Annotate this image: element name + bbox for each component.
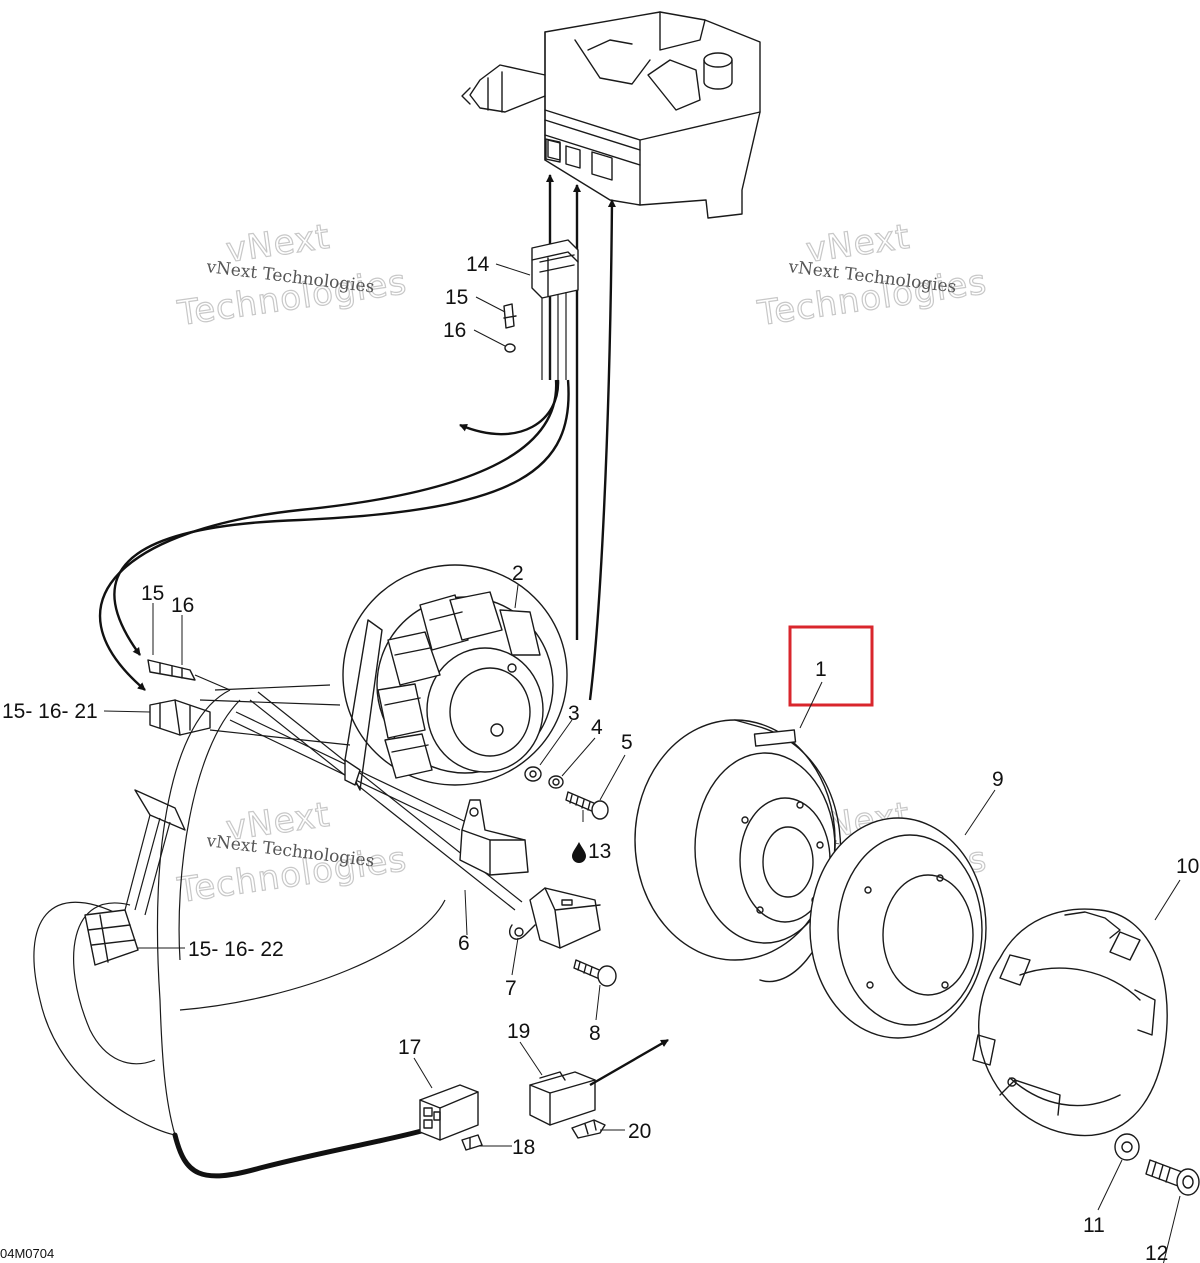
callout-8: 8 (589, 1022, 601, 1045)
seal-16-top (504, 343, 516, 353)
terminal-15-top (503, 303, 517, 329)
bolt-12 (1145, 1159, 1200, 1196)
route-arrow-regulator (588, 199, 616, 701)
harness-black (172, 1127, 428, 1179)
connector-15-16-21 (149, 699, 211, 736)
route-arrow-15-16-21 (98, 379, 558, 691)
regulator-module (461, 11, 761, 219)
trigger-coil-6 (459, 799, 529, 876)
connector-19 (529, 1071, 596, 1126)
callout-1: 1 (815, 658, 827, 681)
highlight-box-part-1 (788, 625, 874, 707)
callout-16-left: 16 (171, 594, 194, 617)
leader-lines (103, 263, 1181, 1263)
callout-13: 13 (588, 840, 611, 863)
flywheel (634, 719, 842, 983)
stator-wire-bundle (199, 684, 523, 911)
connector-14 (531, 239, 579, 380)
callout-14: 14 (466, 253, 490, 276)
callout-10: 10 (1176, 855, 1199, 878)
callout-9: 9 (992, 768, 1004, 791)
callout-18: 18 (512, 1136, 535, 1159)
screw-5 (565, 791, 609, 820)
callout-20: 20 (628, 1120, 651, 1143)
route-arrow-15-16 (113, 379, 570, 656)
callout-16-top: 16 (443, 319, 466, 342)
watermark-top-right: vNext Technologies vNext Technologies (754, 216, 990, 334)
callout-19: 19 (507, 1020, 530, 1043)
callout-15-top: 15 (445, 286, 468, 309)
cable-tie (124, 789, 186, 916)
callout-7: 7 (505, 977, 517, 1000)
callout-13-group: 13 (572, 840, 611, 863)
terminal-20 (571, 1119, 606, 1139)
watermark-top-left: vNext Technologies vNext Technologies (174, 216, 410, 334)
figure-code: 04M0704 (0, 1246, 54, 1261)
wire-loop-left (33, 689, 446, 1136)
connector-17 (419, 1084, 479, 1141)
connector-15-16-upper (147, 659, 231, 691)
ring-gear (809, 817, 987, 1039)
screw-8 (573, 959, 617, 987)
washer-3 (524, 766, 542, 782)
callout-6: 6 (458, 932, 470, 955)
callout-15-16-21: 15- 16- 21 (2, 700, 98, 723)
callout-2: 2 (512, 562, 524, 585)
stator (342, 564, 568, 791)
terminal-18 (461, 1134, 483, 1151)
watermark-middle-left: vNext Technologies vNext Technologies (174, 794, 410, 911)
washer-11 (1114, 1133, 1140, 1161)
callout-11: 11 (1083, 1214, 1105, 1237)
cover (972, 908, 1168, 1137)
callout-15-16-22: 15- 16- 22 (188, 938, 284, 961)
callout-3: 3 (568, 702, 580, 725)
route-arrow-19 (589, 1038, 669, 1087)
oil-drop-icon (572, 842, 586, 863)
washer-4 (548, 775, 564, 789)
callout-15-left: 15 (141, 582, 164, 605)
connector-15-16-22 (84, 909, 139, 966)
callout-17: 17 (398, 1036, 421, 1059)
callout-5: 5 (621, 731, 633, 754)
callout-4: 4 (591, 716, 603, 739)
trigger-coil-7 (508, 887, 601, 949)
callout-12: 12 (1145, 1242, 1168, 1263)
